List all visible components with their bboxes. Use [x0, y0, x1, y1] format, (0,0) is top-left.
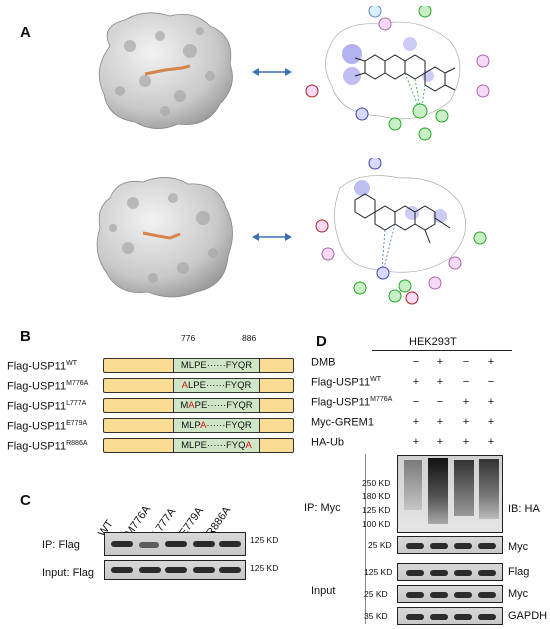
- ub-marker-100: 100 KD: [362, 519, 391, 529]
- condition-value: −: [487, 376, 495, 388]
- ip-myc-blot-label: Myc: [508, 541, 529, 553]
- input-blot: [397, 607, 503, 625]
- condition-value: +: [462, 416, 470, 428]
- region-box: MAPE······FYQR: [173, 398, 260, 413]
- ub-marker-250: 250 KD: [362, 478, 391, 488]
- ub-marker-180: 180 KD: [362, 491, 391, 501]
- cell-line-divider: [372, 350, 512, 351]
- construct-name: Flag-USP11R886A: [7, 440, 88, 453]
- double-arrow-icon-bottom: [252, 233, 292, 241]
- condition-value: +: [487, 396, 495, 408]
- panel-d-letter: D: [316, 333, 327, 350]
- condition-value: +: [462, 436, 470, 448]
- input-blot-marker: 25 KD: [364, 589, 388, 599]
- panel-b-letter: B: [20, 328, 31, 345]
- condition-label: Myc-GREM1: [311, 416, 374, 429]
- position-start-label: 776: [181, 333, 196, 343]
- interaction-diagram-bottom: [315, 158, 487, 305]
- condition-value: +: [436, 356, 444, 368]
- region-box: MLPE······FYQR: [173, 358, 260, 373]
- input-blot-marker: 35 KD: [364, 611, 388, 621]
- condition-value: −: [412, 396, 420, 408]
- condition-value: +: [412, 416, 420, 428]
- input-flag-marker: 125 KD: [250, 563, 279, 573]
- condition-value: +: [487, 356, 495, 368]
- input-blot: [397, 563, 503, 581]
- condition-label: Flag-USP11WT: [311, 376, 381, 389]
- construct-name: Flag-USP11L777A: [7, 400, 87, 413]
- input-flag-blot: [104, 560, 246, 580]
- region-box: ALPE······FYQR: [173, 378, 260, 393]
- construct-name: Flag-USP11E779A: [7, 420, 88, 433]
- ip-flag-label: IP: Flag: [42, 539, 80, 551]
- region-box: MLPE······FYQA: [173, 438, 260, 453]
- ub-marker-125: 125 KD: [362, 505, 391, 515]
- ip-myc-marker: 25 KD: [368, 540, 392, 550]
- condition-value: +: [412, 376, 420, 388]
- condition-value: +: [462, 396, 470, 408]
- construct-name: Flag-USP11WT: [7, 360, 77, 373]
- condition-value: +: [487, 436, 495, 448]
- condition-label: HA-Ub: [311, 436, 345, 449]
- position-end-label: 886: [242, 333, 257, 343]
- condition-value: +: [412, 436, 420, 448]
- ha-ub-blot: [397, 455, 503, 533]
- double-arrow-icon-top: [252, 68, 292, 76]
- panel-c-letter: C: [20, 492, 31, 509]
- protein-surface-image-top: [98, 12, 233, 129]
- construct-name: Flag-USP11M776A: [7, 380, 89, 393]
- condition-value: +: [436, 436, 444, 448]
- condition-value: +: [487, 416, 495, 428]
- input-flag-label: Input: Flag: [42, 567, 94, 579]
- ip-myc-blot: [397, 536, 503, 554]
- input-blot: [397, 585, 503, 603]
- ip-input-divider: [365, 454, 366, 624]
- condition-value: −: [462, 356, 470, 368]
- input-blot-label: Flag: [508, 566, 530, 578]
- condition-value: +: [436, 416, 444, 428]
- region-box: MLPA······FYQR: [173, 418, 260, 433]
- condition-value: +: [436, 376, 444, 388]
- condition-label: Flag-USP11M776A: [311, 396, 393, 409]
- condition-label: DMB: [311, 356, 336, 369]
- condition-value: −: [412, 356, 420, 368]
- ib-ha-label: IB: HA: [508, 503, 540, 515]
- input-blot-label: Myc: [508, 588, 529, 600]
- input-label: Input: [311, 585, 336, 597]
- ip-flag-marker: 125 KD: [250, 535, 279, 545]
- cell-line-label: HEK293T: [409, 336, 457, 348]
- interaction-diagram-top: [305, 6, 490, 141]
- protein-surface-image-bottom: [96, 177, 233, 298]
- panel-a-letter: A: [20, 24, 31, 41]
- condition-value: −: [462, 376, 470, 388]
- condition-value: −: [436, 396, 444, 408]
- ip-myc-label: IP: Myc: [304, 502, 341, 514]
- ip-flag-blot: [104, 532, 246, 556]
- input-blot-label: GAPDH: [508, 610, 548, 622]
- input-blot-marker: 125 KD: [364, 567, 393, 577]
